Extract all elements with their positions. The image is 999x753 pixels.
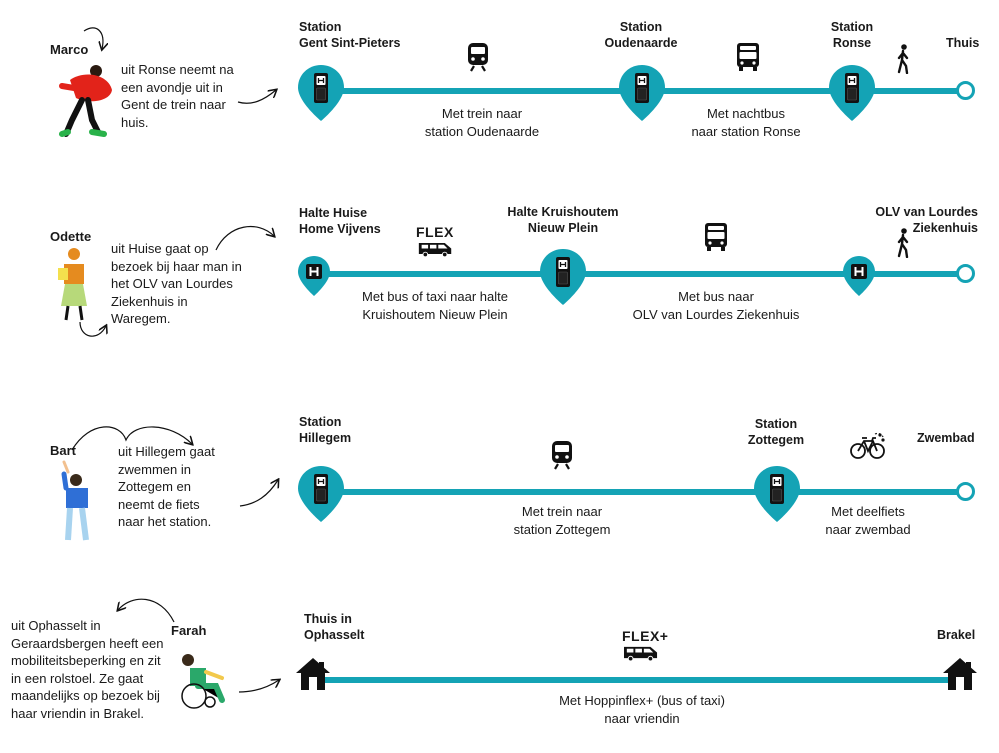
- train-station-pin-icon: [828, 64, 876, 122]
- arrow-curve-icon: [215, 225, 280, 251]
- bus-icon: [736, 42, 760, 72]
- person-name: Bart: [50, 443, 77, 458]
- arrow-curve-icon: [112, 598, 175, 623]
- person-name: Odette: [50, 229, 92, 244]
- destination-marker: [956, 264, 975, 283]
- train-station-pin-icon: [297, 465, 345, 523]
- person-illustration-bart: [61, 460, 89, 541]
- person-name: Marco: [50, 42, 89, 57]
- stop-label: Thuis: [946, 36, 980, 50]
- train-station-pin-icon: [297, 64, 345, 122]
- train-station-pin-icon: [753, 465, 801, 523]
- route-line: [320, 489, 965, 495]
- destination-marker: [956, 81, 975, 100]
- person-description: uit Ophasselt in Geraardsbergen heeft ee…: [11, 618, 164, 721]
- arrow-curve-icon: [79, 321, 110, 337]
- person-illustration-farah: [181, 654, 225, 709]
- bus-stop-pin-icon: [297, 255, 331, 297]
- home-icon: [295, 657, 331, 691]
- flex-badge: FLEX: [416, 224, 454, 240]
- flex-plus-badge: FLEX+: [622, 628, 669, 644]
- destination-marker: [956, 482, 975, 501]
- flex-plus-van-icon: [622, 644, 660, 661]
- person-description: uit Huise gaat op bezoek bij haar man in…: [111, 241, 242, 326]
- route-line: [315, 677, 960, 683]
- person-illustration-odette: [58, 248, 87, 321]
- arrow-curve-icon: [239, 474, 282, 507]
- arrow-curve-icon: [71, 426, 196, 451]
- person-illustration-marco: [59, 65, 112, 137]
- stop-label: Zwembad: [917, 431, 975, 445]
- walking-icon: [896, 228, 910, 258]
- leg-description: Met Hoppinflex+ (bus of taxi)naar vriend…: [559, 693, 725, 726]
- arrow-curve-icon: [83, 27, 112, 53]
- route-line: [315, 271, 965, 277]
- arrow-curve-icon: [238, 670, 283, 693]
- arrow-curve-icon: [237, 76, 280, 104]
- bus-stop-pin-icon: [539, 248, 587, 306]
- home-icon: [942, 657, 978, 691]
- bus-stop-pin-icon: [842, 255, 876, 297]
- bus-icon: [704, 222, 728, 252]
- bike-share-icon: [850, 432, 886, 460]
- train-icon: [550, 440, 574, 470]
- stop-label: Brakel: [937, 628, 976, 642]
- flex-van-icon: [417, 240, 454, 257]
- train-icon: [466, 42, 490, 72]
- person-description: uit Ronse neemt na een avondje uit in Ge…: [121, 62, 234, 130]
- walking-icon: [896, 44, 910, 74]
- person-description: uit Hillegem gaat zwemmen in Zottegem en…: [118, 444, 215, 529]
- person-name: Farah: [171, 623, 207, 638]
- train-station-pin-icon: [618, 64, 666, 122]
